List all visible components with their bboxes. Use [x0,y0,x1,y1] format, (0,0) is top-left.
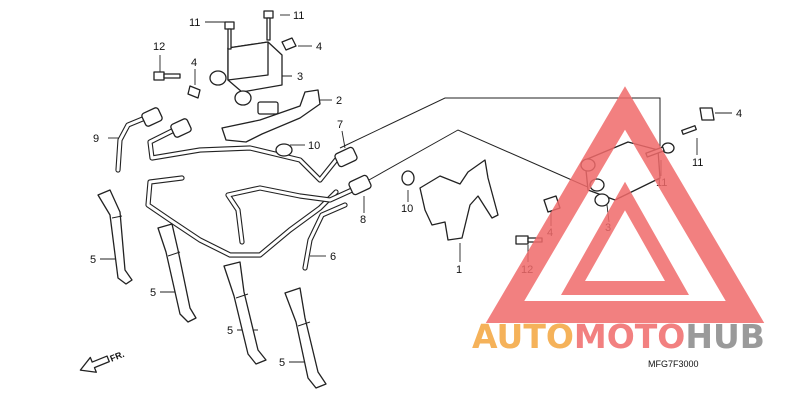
watermark-text-auto: AUTOMOTOHUB [472,317,765,356]
callout-5: 5 [150,287,156,299]
terminal-7 [334,146,358,168]
callout-11: 11 [692,157,703,169]
callout-12: 12 [153,41,165,53]
callout-10: 10 [308,140,320,152]
bolt-12-a-shank [163,73,181,79]
plug-cap-1 [97,189,133,285]
callout-8: 8 [360,214,366,226]
bolt-12-b [515,235,529,245]
plug-cap-2 [157,223,197,323]
callout-11: 11 [293,10,304,22]
callout-4: 4 [191,57,197,69]
terminal-a [170,118,192,138]
bolt-11-b-shank [266,17,271,41]
front-direction-arrow: FR. [79,349,126,373]
bolt-11-a-shank [227,28,232,50]
bolt-11-a [224,21,235,30]
callout-3: 3 [297,71,303,83]
grommet-10-b [401,170,415,186]
ignition-coil-front [209,41,283,115]
watermark-inner-triangle-icon [561,181,689,295]
coil-mount-bracket [401,159,543,245]
clip-4-b [187,85,201,99]
callout-4: 4 [316,41,322,53]
callout-5: 5 [227,325,233,337]
callout-4: 4 [736,108,742,120]
wire-terminals [141,107,372,196]
terminal-8 [348,174,372,196]
callout-6: 6 [330,251,336,263]
callout-5: 5 [90,254,96,266]
plug-cap-4 [284,287,327,389]
terminal-9 [141,107,163,127]
direction-label: FR. [109,349,126,364]
callout-11: 11 [189,17,200,29]
clip-4-a [281,37,297,51]
callout-5: 5 [279,357,285,369]
coil-bracket [221,89,321,143]
watermark: AUTOMOTOHUB [472,86,765,356]
clip-4-c [699,107,715,121]
spark-plug-wires [115,115,355,271]
watermark-triangle-icon [485,86,765,323]
bolt-11-c [681,125,697,135]
callout-9: 9 [93,133,99,145]
plug-cap-3 [223,261,267,365]
arrow-icon [79,355,110,373]
callout-2: 2 [336,95,342,107]
callout-10: 10 [401,203,413,215]
bolts-upper [153,10,297,157]
diagram-code: MFG7F3000 [648,359,699,369]
bolt-11-b [263,10,274,19]
callout-7: 7 [337,119,343,131]
callout-1: 1 [456,264,462,276]
bolt-12-a [153,71,165,81]
grommet-10-a [275,143,293,157]
